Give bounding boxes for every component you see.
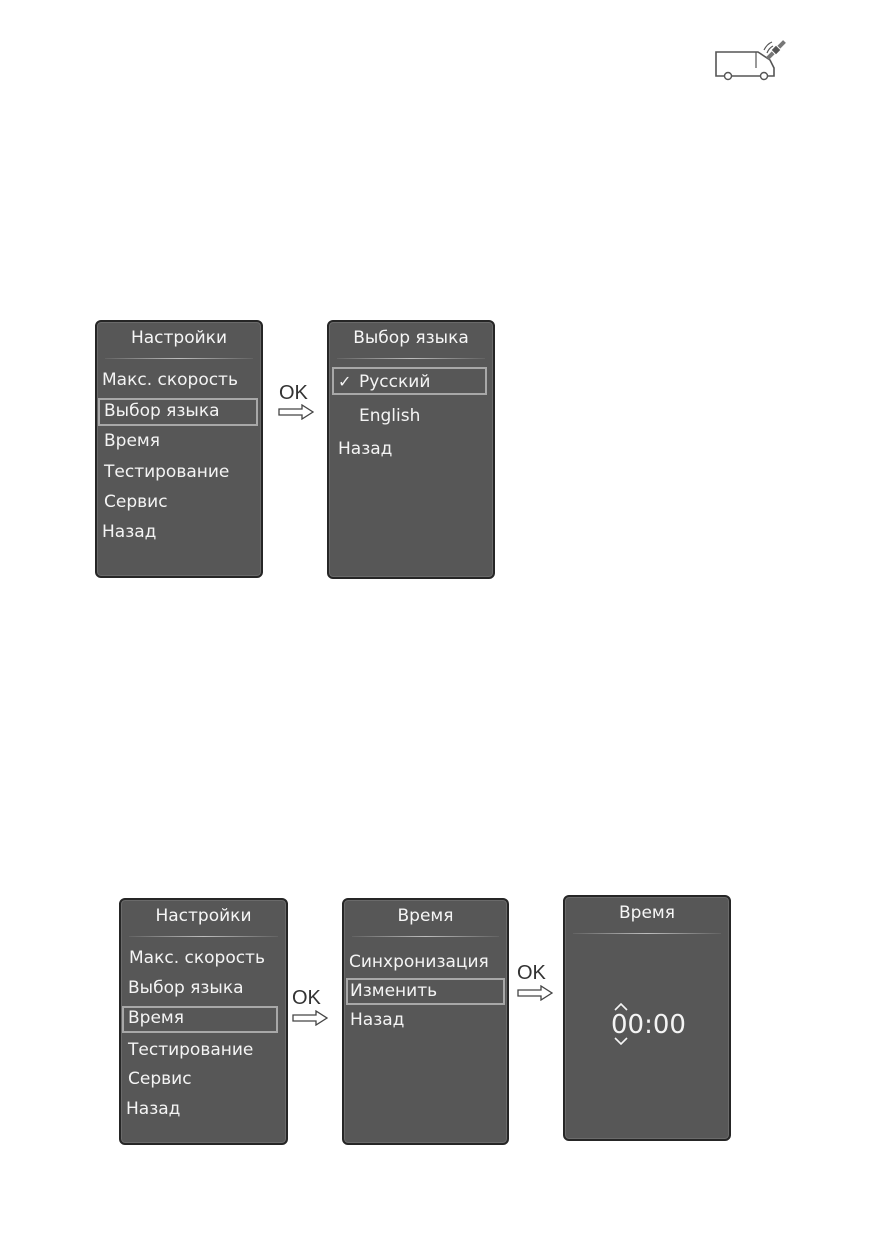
title-divider: [352, 936, 499, 937]
screen-title: Настройки: [130, 328, 227, 348]
time-screen: Время Синхронизация Изменить Назад: [342, 898, 509, 1145]
menu-item-service[interactable]: Сервис: [104, 492, 168, 512]
ok-label: OK: [279, 382, 308, 404]
menu-item-back[interactable]: Назад: [102, 522, 157, 542]
menu-item-change[interactable]: Изменить: [350, 981, 438, 1001]
selection-highlight: [122, 1006, 278, 1033]
menu-item-back[interactable]: Назад: [126, 1099, 181, 1119]
menu-item-sync[interactable]: Синхронизация: [349, 952, 489, 972]
language-option-russian[interactable]: Русский: [359, 372, 431, 392]
arrow-right-icon: [517, 985, 553, 1001]
screen-title: Выбор языка: [353, 328, 469, 348]
arrow-right-icon: [292, 1010, 328, 1026]
menu-item-testing[interactable]: Тестирование: [104, 462, 230, 482]
time-value[interactable]: 00:00: [611, 1010, 686, 1040]
selection-highlight: [346, 978, 505, 1005]
caret-down-icon[interactable]: [614, 1037, 628, 1045]
checkmark-icon: ✓: [338, 372, 352, 391]
arrow-right-icon: [278, 404, 314, 420]
screen-title: Настройки: [155, 906, 252, 926]
title-divider: [129, 936, 278, 937]
language-option-english[interactable]: English: [359, 406, 421, 426]
menu-item-max-speed[interactable]: Макс. скорость: [102, 370, 238, 390]
menu-item-back[interactable]: Назад: [350, 1010, 405, 1030]
screen-title: Время: [619, 903, 675, 923]
time-edit-screen: Время 00:00: [563, 895, 731, 1141]
selection-highlight: [98, 398, 258, 426]
van-satellite-icon: [715, 40, 786, 81]
menu-item-service[interactable]: Сервис: [128, 1069, 192, 1089]
selection-highlight: [332, 367, 487, 395]
ok-label: OK: [292, 987, 321, 1009]
menu-item-testing[interactable]: Тестирование: [128, 1040, 254, 1060]
title-divider: [105, 358, 253, 359]
language-screen: Выбор языка ✓ Русский English Назад: [327, 320, 495, 579]
screen-title: Время: [397, 906, 454, 926]
ok-label: OK: [517, 962, 546, 984]
menu-item-language[interactable]: Выбор языка: [128, 978, 244, 998]
menu-item-language[interactable]: Выбор языка: [104, 401, 220, 421]
menu-item-max-speed[interactable]: Макс. скорость: [129, 948, 265, 968]
caret-up-icon[interactable]: [614, 1003, 628, 1011]
menu-item-time[interactable]: Время: [128, 1008, 184, 1028]
title-divider: [337, 358, 485, 359]
settings-screen: Настройки Макс. скорость Выбор языка Вре…: [119, 898, 288, 1145]
settings-screen: Настройки Макс. скорость Выбор языка Вре…: [95, 320, 263, 578]
title-divider: [573, 933, 721, 934]
menu-item-back[interactable]: Назад: [338, 439, 393, 459]
menu-item-time[interactable]: Время: [104, 431, 160, 451]
